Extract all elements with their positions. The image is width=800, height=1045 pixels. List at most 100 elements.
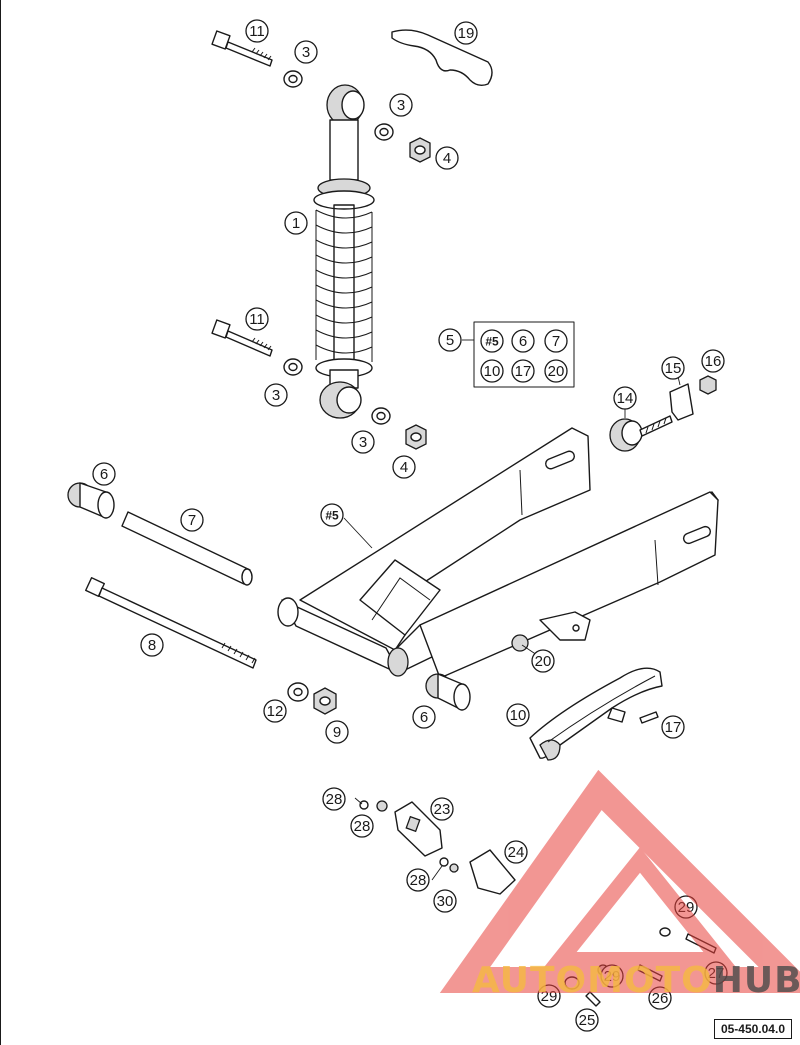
nuts-4 bbox=[405, 137, 431, 450]
svg-text:5: 5 bbox=[446, 332, 454, 349]
sleeve-7 bbox=[121, 511, 253, 586]
rubber-bushing-14 bbox=[609, 415, 673, 452]
svg-text:19: 19 bbox=[458, 25, 475, 42]
svg-text:1: 1 bbox=[292, 215, 300, 232]
kit-label-5: 5 bbox=[438, 328, 462, 352]
svg-text:11: 11 bbox=[249, 23, 265, 40]
callout-hash-5: #5 bbox=[320, 503, 344, 527]
callout-19: 19 bbox=[454, 21, 478, 45]
svg-text:15: 15 bbox=[665, 360, 682, 377]
callout-8: 8 bbox=[140, 633, 164, 657]
kit-box-item-17: 17 bbox=[511, 359, 535, 383]
svg-text:28: 28 bbox=[326, 791, 343, 808]
callout-14: 14 bbox=[613, 386, 637, 410]
svg-text:10: 10 bbox=[510, 707, 527, 724]
callout-1: 1 bbox=[284, 211, 308, 235]
callout-28: 28 bbox=[406, 868, 430, 892]
page-border-line bbox=[0, 0, 1, 1045]
callout-3: 3 bbox=[389, 93, 413, 117]
callout-28: 28 bbox=[322, 787, 346, 811]
bushing-6-left bbox=[67, 482, 115, 519]
callout-28: 28 bbox=[350, 814, 374, 838]
callout-23: 23 bbox=[430, 797, 454, 821]
callout-24: 24 bbox=[504, 840, 528, 864]
bracket-24 bbox=[469, 849, 516, 895]
watermark-text: AUTOMOTOHUB bbox=[472, 960, 800, 1001]
nut-16 bbox=[699, 375, 717, 395]
svg-text:25: 25 bbox=[579, 1012, 596, 1029]
svg-text:28: 28 bbox=[354, 818, 371, 835]
svg-text:3: 3 bbox=[302, 44, 310, 61]
svg-text:20: 20 bbox=[535, 653, 552, 670]
diagram-reference-code: 05-450.04.0 bbox=[713, 1019, 792, 1039]
washers-3 bbox=[283, 70, 394, 425]
svg-text:11: 11 bbox=[249, 311, 265, 328]
kit-box-item-7: 7 bbox=[544, 329, 568, 353]
svg-text:#5: #5 bbox=[485, 335, 499, 349]
svg-text:6: 6 bbox=[420, 709, 428, 726]
callout-6: 6 bbox=[92, 462, 116, 486]
svg-text:3: 3 bbox=[397, 97, 405, 114]
callout-3: 3 bbox=[264, 383, 288, 407]
svg-text:20: 20 bbox=[548, 363, 565, 380]
watermark-word-2: HUB bbox=[712, 960, 800, 1001]
spacer-20 bbox=[511, 634, 529, 652]
screw-17 bbox=[639, 711, 659, 724]
callout-11: 11 bbox=[245, 19, 269, 43]
bolt-11-bottom bbox=[211, 319, 273, 357]
callout-4: 4 bbox=[392, 455, 416, 479]
svg-text:23: 23 bbox=[434, 801, 451, 818]
svg-text:4: 4 bbox=[443, 150, 451, 167]
svg-text:9: 9 bbox=[333, 724, 341, 741]
callout-3: 3 bbox=[294, 40, 318, 64]
kit-box-item-hash-5: #5 bbox=[480, 329, 504, 353]
callout-7: 7 bbox=[180, 508, 204, 532]
svg-text:28: 28 bbox=[410, 872, 427, 889]
callout-30: 30 bbox=[433, 889, 457, 913]
kit-box-item-20: 20 bbox=[544, 359, 568, 383]
svg-text:6: 6 bbox=[519, 333, 527, 350]
washer-12 bbox=[287, 682, 309, 702]
svg-text:26: 26 bbox=[652, 990, 669, 1007]
callout-11: 11 bbox=[245, 307, 269, 331]
pivot-bolt-8 bbox=[84, 576, 257, 669]
callout-16: 16 bbox=[701, 349, 725, 373]
svg-text:10: 10 bbox=[484, 363, 501, 380]
callout-10: 10 bbox=[506, 703, 530, 727]
watermark-logo-graphic bbox=[439, 769, 800, 993]
svg-text:7: 7 bbox=[552, 333, 560, 350]
bolt-11-top bbox=[211, 30, 273, 67]
callout-9: 9 bbox=[325, 720, 349, 744]
kit-box-item-10: 10 bbox=[480, 359, 504, 383]
svg-text:3: 3 bbox=[272, 387, 280, 404]
svg-text:17: 17 bbox=[515, 363, 532, 380]
callout-6: 6 bbox=[412, 705, 436, 729]
callout-17: 17 bbox=[661, 715, 685, 739]
bushing-6-right bbox=[425, 673, 471, 711]
callout-15: 15 bbox=[661, 356, 685, 380]
svg-text:8: 8 bbox=[148, 637, 156, 654]
svg-text:6: 6 bbox=[100, 466, 108, 483]
chain-guide-10 bbox=[529, 667, 663, 761]
svg-text:#5: #5 bbox=[325, 509, 339, 523]
svg-text:4: 4 bbox=[400, 459, 408, 476]
callout-4: 4 bbox=[435, 146, 459, 170]
svg-text:3: 3 bbox=[359, 434, 367, 451]
clip-15 bbox=[669, 383, 694, 421]
svg-text:24: 24 bbox=[508, 844, 525, 861]
callout-25: 25 bbox=[575, 1008, 599, 1032]
shock-absorber bbox=[313, 84, 375, 419]
svg-text:14: 14 bbox=[617, 390, 634, 407]
svg-text:17: 17 bbox=[665, 719, 682, 736]
callout-3: 3 bbox=[351, 430, 375, 454]
svg-text:7: 7 bbox=[188, 512, 196, 529]
callout-12: 12 bbox=[263, 699, 287, 723]
callout-20: 20 bbox=[531, 649, 555, 673]
svg-text:16: 16 bbox=[705, 353, 722, 370]
svg-text:30: 30 bbox=[437, 893, 454, 910]
bracket-19 bbox=[391, 29, 493, 87]
watermark-word-1: AUTOMOTO bbox=[472, 960, 713, 1001]
bracket-23 bbox=[394, 801, 443, 857]
